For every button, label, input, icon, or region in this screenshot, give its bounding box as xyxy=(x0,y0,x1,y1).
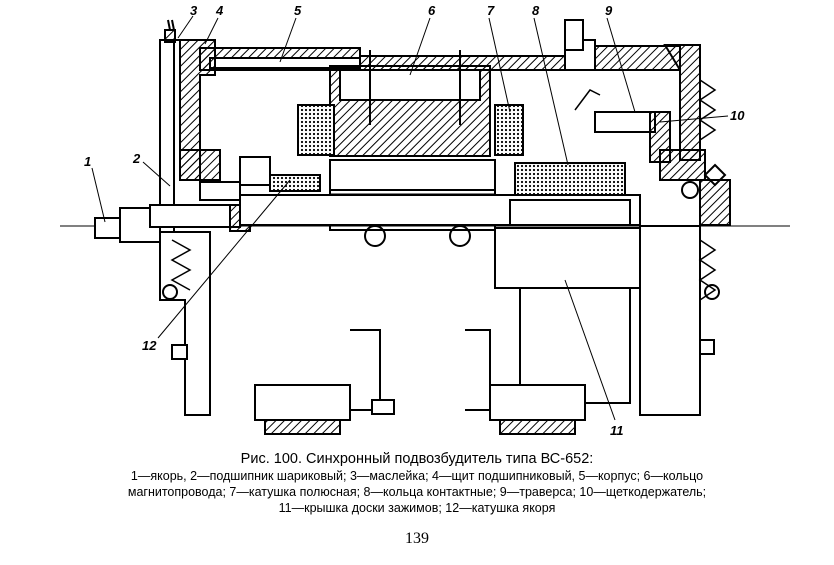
brush-holder xyxy=(594,111,656,133)
figure-caption: Рис. 100. Синхронный подвозбудитель типа… xyxy=(0,450,834,516)
page-number: 139 xyxy=(405,530,429,547)
callout-6: 6 xyxy=(428,3,436,18)
callout-3: 3 xyxy=(190,3,198,18)
callout-10: 10 xyxy=(730,108,745,123)
callout-2: 2 xyxy=(132,151,141,166)
slip-rings xyxy=(514,162,626,196)
pole-coil-right xyxy=(494,104,524,156)
machine-cross-section-drawing: 1 2 3 4 5 6 7 8 9 10 11 12 xyxy=(60,3,790,438)
legend-line-1: 1—якорь, 2—подшипник шариковый; 3—маслей… xyxy=(130,469,704,483)
callout-5: 5 xyxy=(294,3,302,18)
legend-line-2: магнитопровода; 7—катушка полюсная; 8—ко… xyxy=(127,485,707,499)
caption-title: Рис. 100. Синхронный подвозбудитель типа… xyxy=(240,451,594,467)
callout-12: 12 xyxy=(142,338,157,353)
base-foot-right xyxy=(489,384,586,421)
armature-coil-left xyxy=(269,174,321,192)
terminal-box-cover xyxy=(494,227,641,289)
pole-coil-left xyxy=(297,104,335,156)
callout-8: 8 xyxy=(532,3,540,18)
left-bearing xyxy=(179,149,221,181)
callout-7: 7 xyxy=(487,3,495,18)
legend-line-3: 11—крышка доски зажимов; 12—катушка якор… xyxy=(278,501,556,515)
base-foot-left xyxy=(254,384,351,421)
callout-1: 1 xyxy=(84,154,91,169)
callout-11: 11 xyxy=(610,423,624,438)
callout-4: 4 xyxy=(215,3,224,18)
callout-9: 9 xyxy=(605,3,613,18)
